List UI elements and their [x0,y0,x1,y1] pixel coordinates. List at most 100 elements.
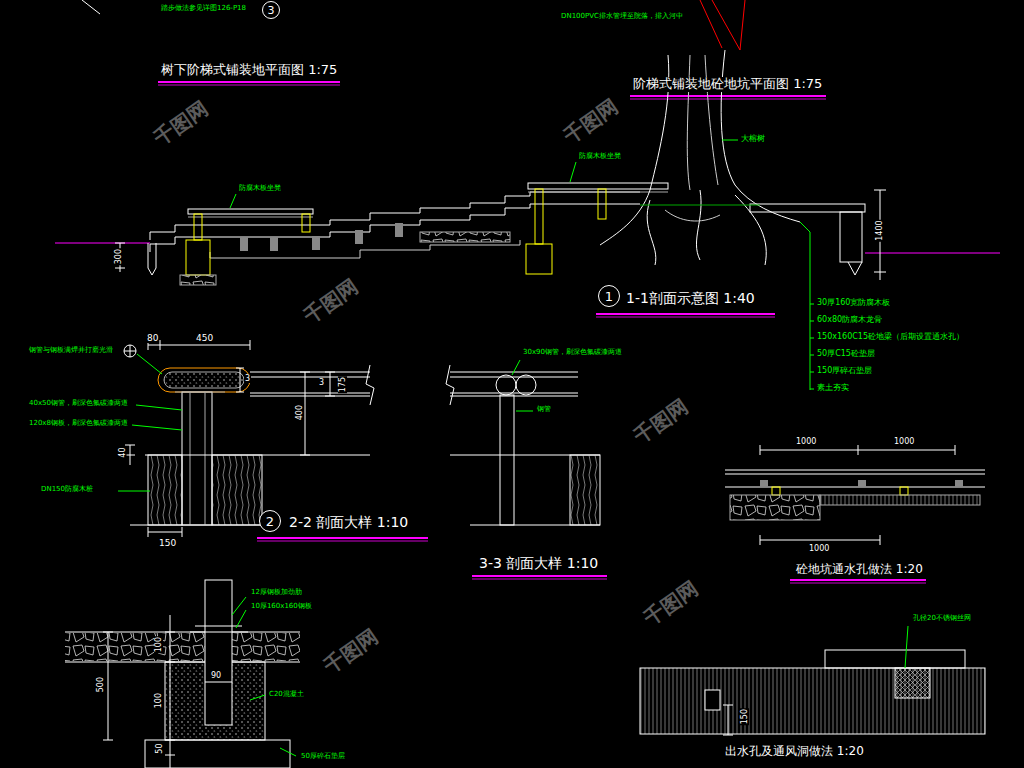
callout-circle: 3 [262,1,280,19]
detail-2-2 [250,372,370,396]
title-underlines [257,537,428,539]
section-1-1 [270,237,278,251]
dimension: 100 [154,692,163,709]
top-fragments [82,0,100,14]
dimension: 450 [195,333,214,343]
dimension: 1400 [875,219,884,241]
detail-2-2 [124,345,136,357]
detail-footing [205,682,232,683]
detail-3-3 [500,395,514,525]
section-1-1 [230,162,576,208]
section-1-1 [535,189,543,244]
detail-drain-hole [725,445,985,545]
section-1-1 [150,204,640,252]
dimension: 90 [210,671,222,680]
dimension: 400 [295,404,304,421]
dimension: 500 [96,676,105,693]
title-underlines [472,575,607,577]
detail-2-2 [236,368,244,392]
part-note: DN100PVC排水管埋至院落，排入河中 [560,12,684,20]
detail-drain-hole [760,480,768,487]
detail-3-3 [496,375,516,395]
dimension: 100 [154,636,163,653]
title-underlines [472,579,607,580]
drawing-title: 3-3 剖面大样 1:10 [478,555,599,571]
layer-note: 150厚碎石垫层 [816,366,873,375]
section-1-1 [188,217,313,218]
section-1-1 [355,230,363,244]
material-note: 30x90钢管，刷深色氟碳漆两道 [522,348,623,356]
detail-2-2 [164,372,244,388]
drawing-title: 1-1剖面示意图 1:40 [625,290,756,306]
detail-outlet [640,668,985,734]
section-1-1 [526,244,552,274]
detail-3-3 [446,360,600,525]
detail-drain-hole [730,495,820,520]
detail-drain-hole [900,487,908,495]
section-1-1 [647,190,766,265]
title-underlines [596,313,775,315]
section-1-1 [800,222,814,390]
section-1-1 [240,237,248,251]
detail-drain-hole [725,470,985,487]
material-note: 孔径20不锈钢丝网 [912,614,972,622]
dimension: 1000 [808,544,830,553]
material-note: 12厚钢板加劲肋 [250,588,303,596]
section-1-1 [210,240,520,258]
title-underlines [630,99,826,100]
section-1-1 [148,243,156,275]
dimension: 1000 [893,437,915,446]
detail-outlet [905,626,908,668]
title-underlines [257,541,428,542]
dimension: 1000 [795,437,817,446]
detail-2-2 [182,392,212,525]
part-note: 防腐木板坐凳 [578,152,622,160]
detail-3-3 [446,365,454,405]
detail-outlet [705,690,720,710]
section-1-1 [55,50,1000,390]
title-underlines [596,317,775,318]
dimension: 300 [114,248,123,265]
section-1-1 [180,275,216,285]
watermark: 千图网 [639,576,703,630]
layer-note: 150x160C15砼地梁（后期设置通水孔） [816,332,965,341]
layer-note: 30厚160宽防腐木板 [816,298,891,307]
drawing-title: 出水孔及通风洞做法 1:20 [724,745,865,759]
section-1-1 [302,214,310,232]
dimension: 175 [338,376,347,393]
title-underlines [158,81,340,83]
drawing-title: 砼地坑通水孔做法 1:20 [795,563,924,577]
detail-footing [205,580,232,725]
layer-note: 50厚C15砼垫层 [816,349,876,358]
detail-footing [65,632,300,662]
section-1-1 [150,192,640,240]
callout-number: 2 [266,515,274,528]
section-1-1 [722,140,738,141]
detail-drain-hole [772,487,780,495]
dimension: 3 [318,378,325,387]
detail-2-2 [118,340,374,537]
section-1-1 [640,205,760,206]
section-1-1 [420,232,510,242]
detail-outlet [825,650,965,668]
detail-3-3 [570,455,600,525]
callout-circle: 2 [259,510,281,532]
detail-drain-hole [820,495,980,505]
part-note: 踏步做法参见详图126-P18 [160,4,247,12]
drawing-title: 树下阶梯式铺装地平面图 1:75 [160,63,338,78]
material-note: 50厚碎石垫层 [300,752,346,760]
detail-footing [65,633,300,661]
material-note: 钢管与钢板满焊并打磨光滑 [28,346,114,354]
detail-2-2 [366,365,374,405]
material-note: 120x8钢板，刷深色氟碳漆两道 [28,419,129,427]
detail-2-2 [130,525,270,526]
watermark: 千图网 [149,96,213,150]
material-note: 钢管 [536,405,552,413]
title-underlines [790,579,926,581]
section-1-1 [194,214,202,240]
detail-3-3 [512,360,533,411]
material-note: 10厚160x160钢板 [250,602,313,610]
callout-number: 3 [268,5,275,16]
title-underlines [158,85,340,86]
detail-3-3 [516,375,536,395]
